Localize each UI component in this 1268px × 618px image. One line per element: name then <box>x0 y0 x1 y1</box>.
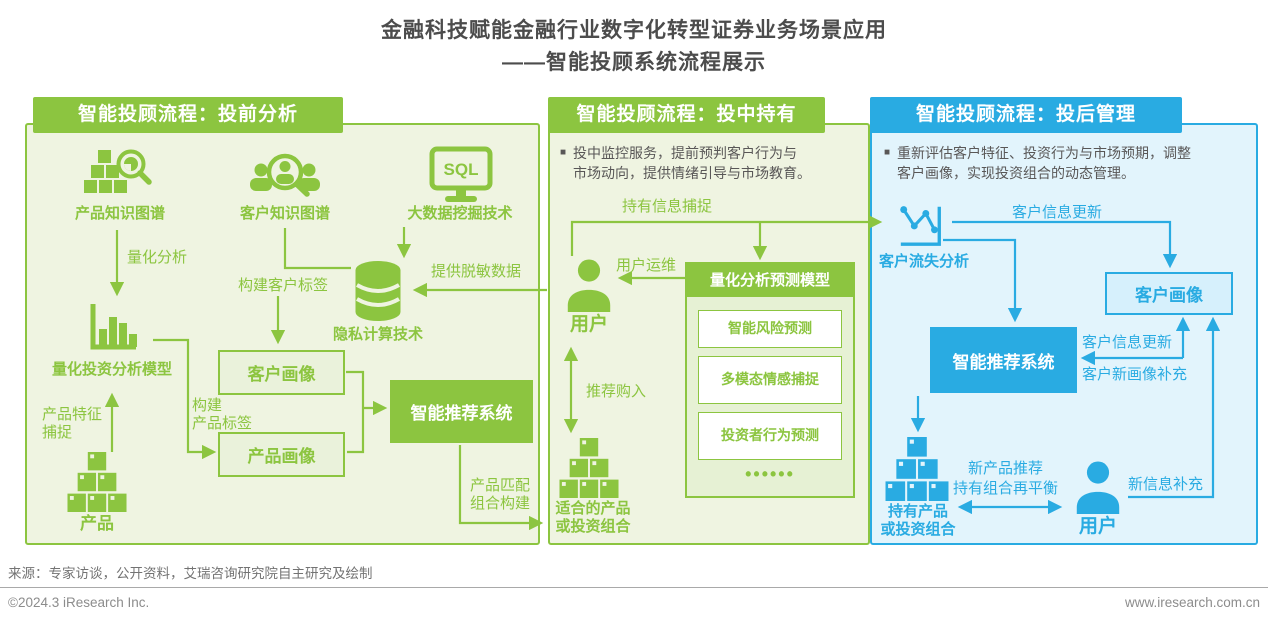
user-icon-post <box>1073 460 1123 514</box>
mid-bullet-text: 投中监控服务，提前预判客户行为与 市场动向，提供情绪引导与市场教育。 <box>573 143 811 184</box>
model-title: 量化分析预测模型 <box>687 264 853 297</box>
copyright: ©2024.3 iResearch Inc. <box>8 595 150 610</box>
model-ellipsis: •••••• <box>745 464 795 484</box>
info-update-mid-label: 客户信息更新 <box>1082 334 1173 351</box>
header-mid: 智能投顾流程：投中持有 <box>548 97 825 133</box>
page-title-line1: 金融科技赋能金融行业数字化转型证券业务场景应用 <box>381 19 887 42</box>
post-bullet-line2: 客户画像，实现投资组合的动态管理。 <box>897 165 1136 182</box>
user-ops-label: 用户运维 <box>616 257 677 274</box>
privacy-computing-label: 隐私计算技术 <box>332 326 423 343</box>
bigdata-mining-label: 大数据挖掘技术 <box>407 205 513 222</box>
product-kg-label: 产品知识图谱 <box>74 205 165 222</box>
customer-profile-box: 客户画像 <box>218 350 345 395</box>
customer-knowledge-graph-icon <box>249 150 321 206</box>
quant-model-label: 量化投资分析模型 <box>51 361 172 378</box>
customer-profile-box-post: 客户画像 <box>1105 272 1233 315</box>
post-bullet-line1: 重新评估客户特征、投资行为与市场预期，调整 <box>897 145 1192 161</box>
recommender-box-pre: 智能推荐系统 <box>390 380 533 443</box>
source-note: 来源：专家访谈，公开资料，艾瑞咨询研究院自主研究及绘制 <box>8 566 373 581</box>
mid-bullet-line1: 投中监控服务，提前预判客户行为与 <box>573 145 798 161</box>
suitable-line2: 或投资组合 <box>555 518 631 535</box>
churn-analysis-icon <box>895 200 947 250</box>
desensitized-data-label: 提供脱敏数据 <box>431 263 522 280</box>
behavior-prediction-box: 投资者行为预测 <box>698 412 842 460</box>
rebalance-label: 持有组合再平衡 <box>953 480 1059 497</box>
sql-text: SQL <box>444 160 479 179</box>
feature-capture-line1: 产品特征 <box>42 406 103 423</box>
build-product-tag-label: 构建 产品标签 <box>192 397 252 433</box>
user-label-mid: 用户 <box>569 314 608 335</box>
mid-bullet-line2: 市场动向，提供情绪引导与市场教育。 <box>573 165 812 182</box>
header-pre: 智能投顾流程：投前分析 <box>33 97 343 133</box>
new-profile-supplement-label: 客户新画像补充 <box>1082 366 1188 383</box>
bullet-marker: ■ <box>560 147 567 158</box>
held-line1: 持有产品 <box>887 503 948 520</box>
suitable-product-boxes-icon <box>558 438 620 498</box>
page-title-line2: ——智能投顾系统流程展示 <box>502 51 766 74</box>
recommender-box-post: 智能推荐系统 <box>930 327 1077 393</box>
risk-prediction-box: 智能风险预测 <box>698 310 842 348</box>
suitable-line1: 适合的产品 <box>555 500 631 517</box>
product-match-line2: 组合构建 <box>470 495 531 512</box>
recommend-buy-label: 推荐购入 <box>586 383 647 400</box>
bullet-marker-post: ■ <box>884 147 891 158</box>
churn-analysis-label: 客户流失分析 <box>878 253 969 270</box>
new-info-label: 新信息补充 <box>1128 476 1204 493</box>
user-icon-mid <box>564 258 614 312</box>
product-boxes-icon <box>66 452 128 512</box>
feature-capture-line2: 捕捉 <box>42 424 73 441</box>
holding-capture-label: 持有信息捕捉 <box>622 198 713 215</box>
database-icon <box>353 260 403 322</box>
bar-chart-icon <box>86 300 144 358</box>
info-update-top-label: 客户信息更新 <box>1012 204 1103 221</box>
build-product-tag-line1: 构建 <box>192 397 223 414</box>
footer-divider <box>0 587 1268 588</box>
website-link[interactable]: www.iresearch.com.cn <box>1124 595 1260 610</box>
product-profile-box: 产品画像 <box>218 432 345 477</box>
build-customer-tag-label: 构建客户标签 <box>238 277 329 294</box>
emotion-capture-box: 多模态情感捕捉 <box>698 356 842 404</box>
product-match-line1: 产品匹配 <box>470 477 531 494</box>
customer-kg-label: 客户知识图谱 <box>239 205 330 222</box>
mid-bullet: ■ 投中监控服务，提前预判客户行为与 市场动向，提供情绪引导与市场教育。 <box>560 143 858 184</box>
held-portfolio-boxes-icon <box>885 437 949 501</box>
product-match-label: 产品匹配 组合构建 <box>470 477 530 513</box>
held-portfolio-label: 持有产品 或投资组合 <box>872 503 964 539</box>
header-post: 智能投顾流程：投后管理 <box>870 97 1182 133</box>
build-product-tag-line2: 产品标签 <box>192 415 253 432</box>
quant-analysis-label: 量化分析 <box>127 249 188 266</box>
new-product-reco-label: 新产品推荐 <box>968 460 1044 477</box>
sql-monitor-icon: SQL <box>429 146 493 206</box>
product-knowledge-graph-icon <box>84 148 156 206</box>
held-line2: 或投资组合 <box>880 521 956 538</box>
post-bullet-text: 重新评估客户特征、投资行为与市场预期，调整 客户画像，实现投资组合的动态管理。 <box>897 143 1191 184</box>
product-label: 产品 <box>80 514 114 533</box>
post-bullet: ■ 重新评估客户特征、投资行为与市场预期，调整 客户画像，实现投资组合的动态管理… <box>884 143 1246 184</box>
user-label-post: 用户 <box>1078 516 1117 537</box>
suitable-product-label: 适合的产品 或投资组合 <box>548 500 638 536</box>
feature-capture-label: 产品特征 捕捉 <box>42 406 102 442</box>
